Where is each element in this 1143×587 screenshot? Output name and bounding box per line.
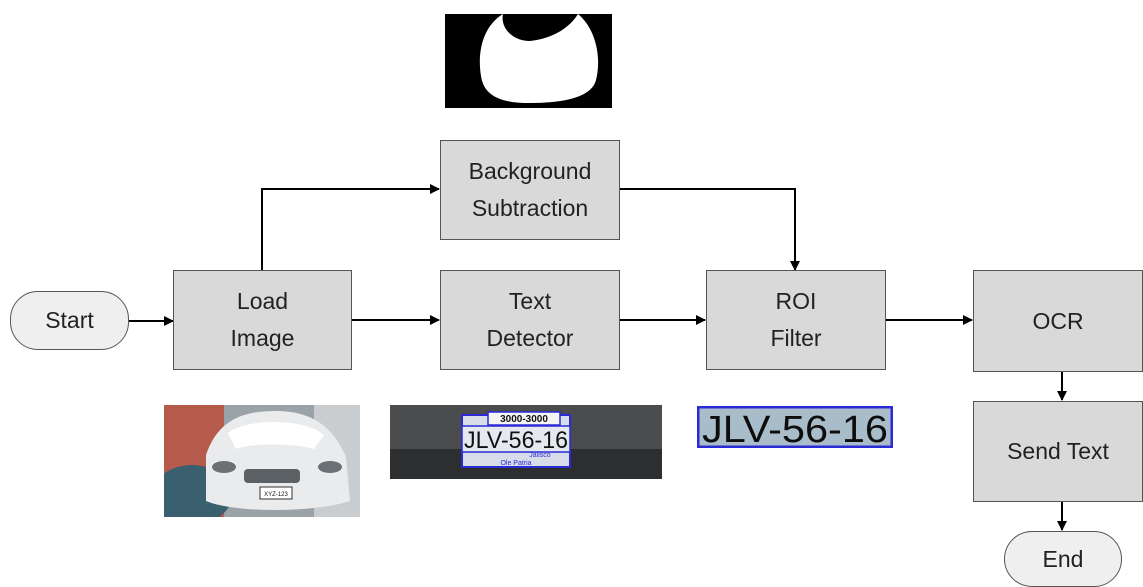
end-label: End (1042, 545, 1084, 572)
text-detector-line2: Detector (486, 325, 574, 351)
ocr-label: OCR (1032, 307, 1084, 334)
arrow-load-to-background (261, 184, 440, 270)
car-photo-image: XYZ-123 (164, 405, 360, 517)
load-image-line1: Load (236, 288, 289, 314)
send-text-node: Send Text (973, 401, 1143, 502)
text-detector-line1: Text (508, 288, 552, 314)
load-image-line2: Image (230, 325, 295, 351)
arrow-background-to-roi (619, 188, 800, 271)
roi-filter-line2: Filter (770, 325, 822, 351)
background-subtraction-line2: Subtraction (471, 195, 589, 221)
end-node: End (1004, 531, 1122, 587)
start-label: Start (45, 307, 94, 333)
plate-sub2-text: Ole Patria (500, 460, 531, 467)
plate-sub1-text: Jalisco (529, 452, 551, 459)
roi-filter-node: ROI Filter (706, 270, 886, 370)
start-node: Start (10, 291, 129, 350)
text-detector-plate-image: 3000-3000 JLV-56-16 Jalisco Ole Patria (390, 405, 662, 479)
car-plate-text: XYZ-123 (264, 492, 288, 498)
background-mask-image (445, 14, 612, 108)
load-image-node: Load Image (173, 270, 352, 370)
plate-frame-top-text: 3000-3000 (500, 414, 548, 425)
roi-filter-line1: ROI (775, 288, 817, 314)
detected-plate-number: JLV-56-16 (464, 427, 568, 454)
ocr-node: OCR (973, 270, 1143, 372)
text-detector-node: Text Detector (440, 270, 620, 370)
background-subtraction-node: Background Subtraction (440, 140, 620, 240)
send-text-label: Send Text (1007, 438, 1109, 464)
roi-plate-text: JLV-56-16 (702, 409, 888, 448)
background-subtraction-line1: Background (468, 158, 592, 184)
roi-plate-image: JLV-56-16 (697, 406, 893, 448)
